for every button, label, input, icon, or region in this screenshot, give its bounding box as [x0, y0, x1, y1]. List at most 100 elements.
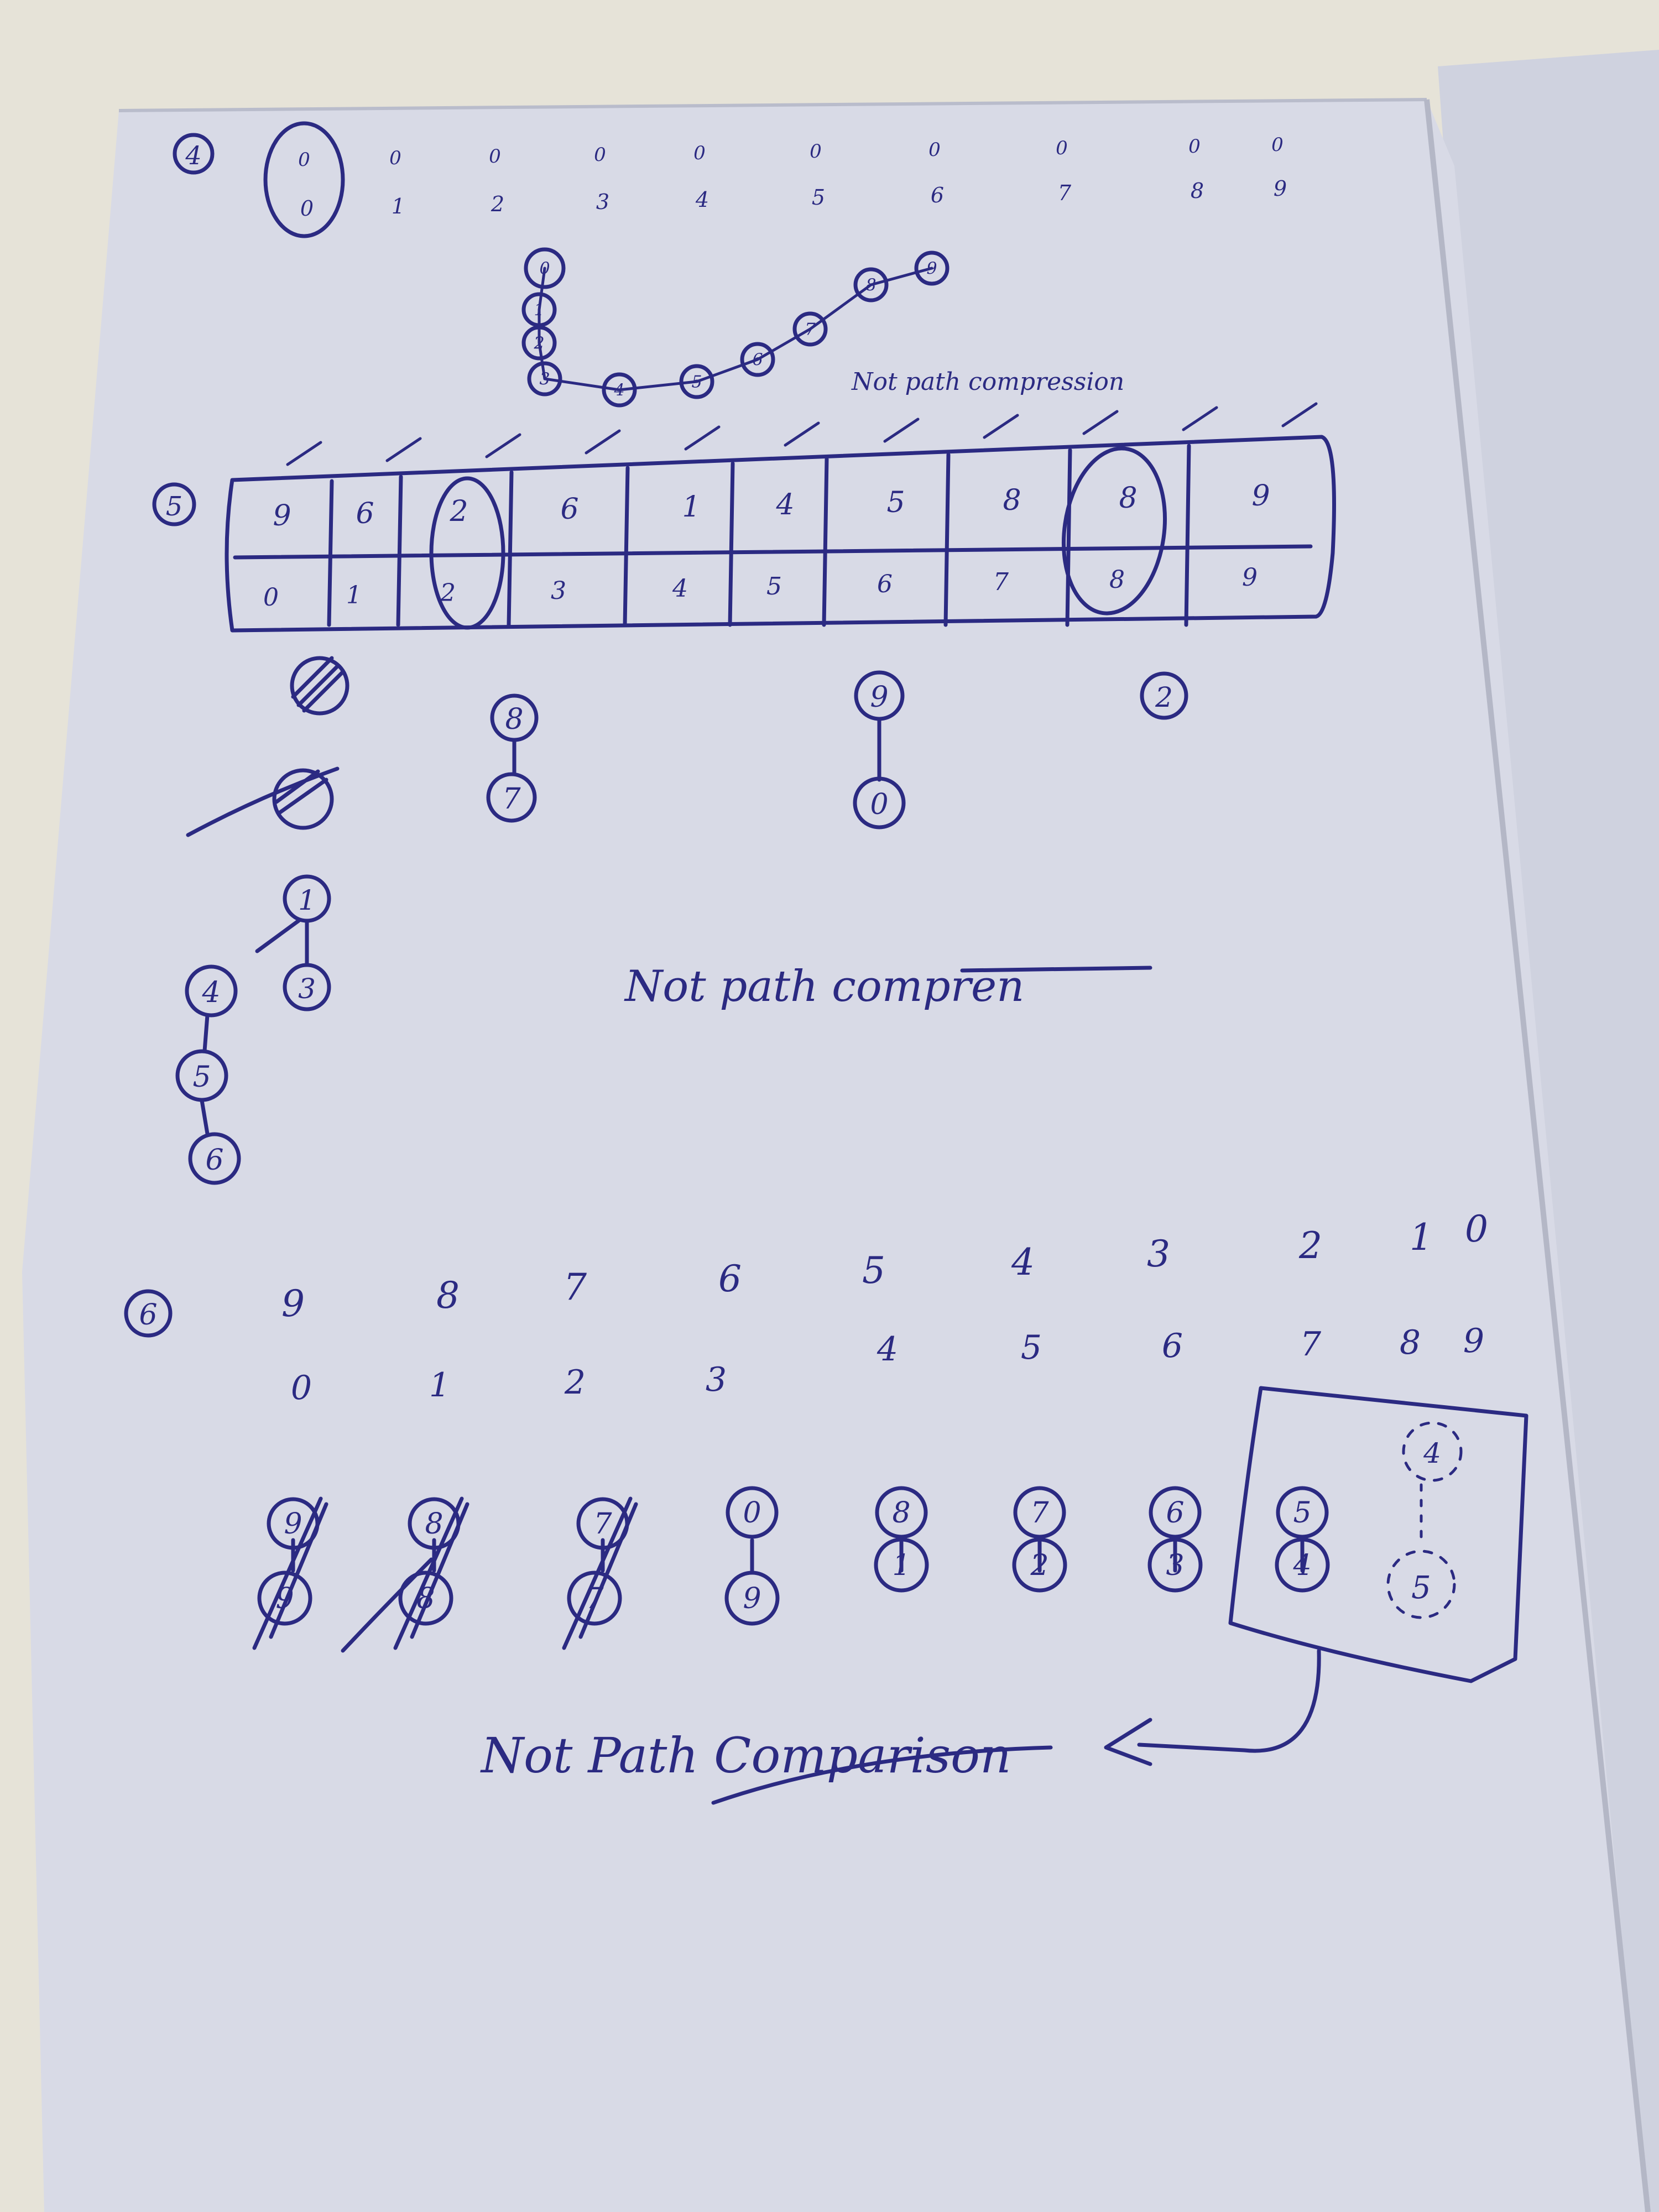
section-4-chain-node-label: 7 [805, 320, 816, 340]
tree-pair: 99 [252, 1496, 328, 1650]
pair-bottom-node: 2 [1012, 1537, 1067, 1593]
section-4-top-value: 0 [489, 145, 501, 168]
section-6-index-value: 7 [1300, 1325, 1322, 1364]
section-4-top-value: 0 [1271, 134, 1284, 156]
svg-text:3: 3 [298, 973, 316, 1005]
section-6-top-value: 6 [718, 1258, 742, 1300]
pair-bottom-node-label: 4 [1292, 1549, 1311, 1582]
pair-top-node-label: 7 [1030, 1496, 1049, 1530]
scratch-stroke [341, 1557, 434, 1653]
section-6-index-value: 8 [1400, 1323, 1421, 1362]
array-parent-cell: 6 [560, 493, 578, 526]
section-4-chain-node-label: 1 [534, 301, 544, 320]
svg-text:2: 2 [1155, 681, 1173, 713]
column-8-ellipse [1061, 446, 1167, 615]
section-4-chain-node-label: 9 [926, 259, 937, 279]
section-6-index-value: 3 [706, 1360, 727, 1399]
tree-1-3: 1 3 [255, 874, 331, 1011]
section-4-index-value: 8 [1191, 179, 1204, 203]
section-4-chain-node: 5 [679, 364, 714, 399]
array-index-cell: 0 [263, 583, 279, 612]
pair-bottom-node: 9 [724, 1571, 780, 1626]
section-4-top-value: 0 [389, 147, 401, 169]
section-4-index-value: 3 [596, 190, 609, 214]
svg-text:1: 1 [298, 884, 316, 916]
tree-pair: 81 [874, 1486, 929, 1593]
array-table-tick-marks [286, 402, 1318, 466]
section-6-top-value: 5 [862, 1249, 885, 1292]
array-table-column-dividers [327, 444, 1191, 627]
svg-text:5: 5 [192, 1061, 211, 1094]
pair-bottom-node: 4 [1275, 1537, 1330, 1593]
array-parent-cell: 9 [273, 499, 291, 533]
array-index-cell: 6 [877, 570, 893, 598]
section-5-note: Not path compren [624, 962, 1024, 1011]
pair-top-node-label: 0 [743, 1496, 761, 1530]
section-4-chain-node: 6 [740, 342, 775, 377]
section-4-first-column-ellipse [263, 121, 345, 238]
tree-pair: 77 [562, 1496, 638, 1650]
pair-bottom-node: 3 [1147, 1537, 1203, 1593]
section-6-index-value: 9 [1463, 1322, 1484, 1360]
pair-bottom-node-label: 9 [743, 1582, 761, 1615]
highlight-box [1228, 1386, 1528, 1683]
svg-text:4: 4 [185, 140, 201, 170]
array-index-cell: 5 [766, 572, 782, 601]
array-parent-cell: 1 [682, 491, 700, 524]
section-4-chain-node: 8 [853, 267, 889, 302]
tree-pair: 88 [393, 1496, 469, 1650]
pair-bottom-node: 1 [874, 1537, 929, 1593]
svg-text:0: 0 [870, 788, 888, 821]
pair-top-node: 8 [875, 1486, 928, 1539]
section-6-top-value: 8 [436, 1274, 460, 1317]
section-4-chain-node-label: 5 [691, 373, 702, 392]
tree-9-0: 9 0 [853, 670, 906, 830]
pair-top-node: 7 [1013, 1486, 1066, 1539]
section-4-index-value: 6 [931, 183, 944, 207]
array-parent-cell: 8 [1003, 484, 1021, 517]
section-4-top-value: 0 [1056, 137, 1068, 159]
section-6-index-value: 1 [429, 1366, 450, 1405]
pair-bottom-node: 9 [257, 1571, 312, 1626]
section-4-index-value: 0 [300, 196, 314, 221]
section-6-top-value: 7 [564, 1266, 587, 1308]
box-dashed-node-bottom: 5 [1386, 1550, 1456, 1619]
svg-text:4: 4 [201, 976, 220, 1009]
section-6-top-value: 0 [1465, 1208, 1488, 1250]
box-dashed-node-top: 4 [1402, 1421, 1463, 1545]
section-6-top-value: 4 [1011, 1241, 1035, 1284]
array-index-cell: 9 [1242, 564, 1258, 592]
section-6-index-value: 4 [877, 1330, 898, 1369]
section-4-chain-node: 7 [792, 311, 828, 347]
section-4-top-value: 0 [693, 142, 706, 164]
tree-8-7: 8 7 [486, 693, 539, 823]
section-4-chain-node: 3 [527, 361, 562, 397]
section-4-index-value: 7 [1058, 181, 1072, 205]
section-4-label: 4 [173, 133, 215, 175]
pair-top-node-label: 8 [425, 1507, 443, 1541]
pair-bottom-node-label: 2 [1030, 1549, 1048, 1582]
pair-top-node-label: 9 [284, 1507, 302, 1541]
array-index-cell: 3 [551, 577, 566, 605]
section-4-index-value: 2 [491, 192, 504, 216]
svg-text:4: 4 [1423, 1437, 1441, 1469]
crossed-out-node-1 [290, 656, 349, 716]
section-4-top-value: 0 [810, 140, 822, 163]
section-6-index-value: 6 [1162, 1327, 1183, 1365]
array-index-cell: 7 [993, 568, 1009, 596]
tree-2: 2 [1140, 671, 1188, 720]
section-4-index-value: 5 [812, 185, 825, 210]
section-4-chain-node-label: 6 [752, 351, 763, 370]
section-4-chain-node: 2 [521, 325, 557, 361]
section-4-top-value: 0 [928, 139, 941, 161]
section-6-index-value: 5 [1021, 1328, 1042, 1367]
svg-text:6: 6 [139, 1298, 157, 1332]
pair-top-node-label: 8 [892, 1496, 910, 1530]
